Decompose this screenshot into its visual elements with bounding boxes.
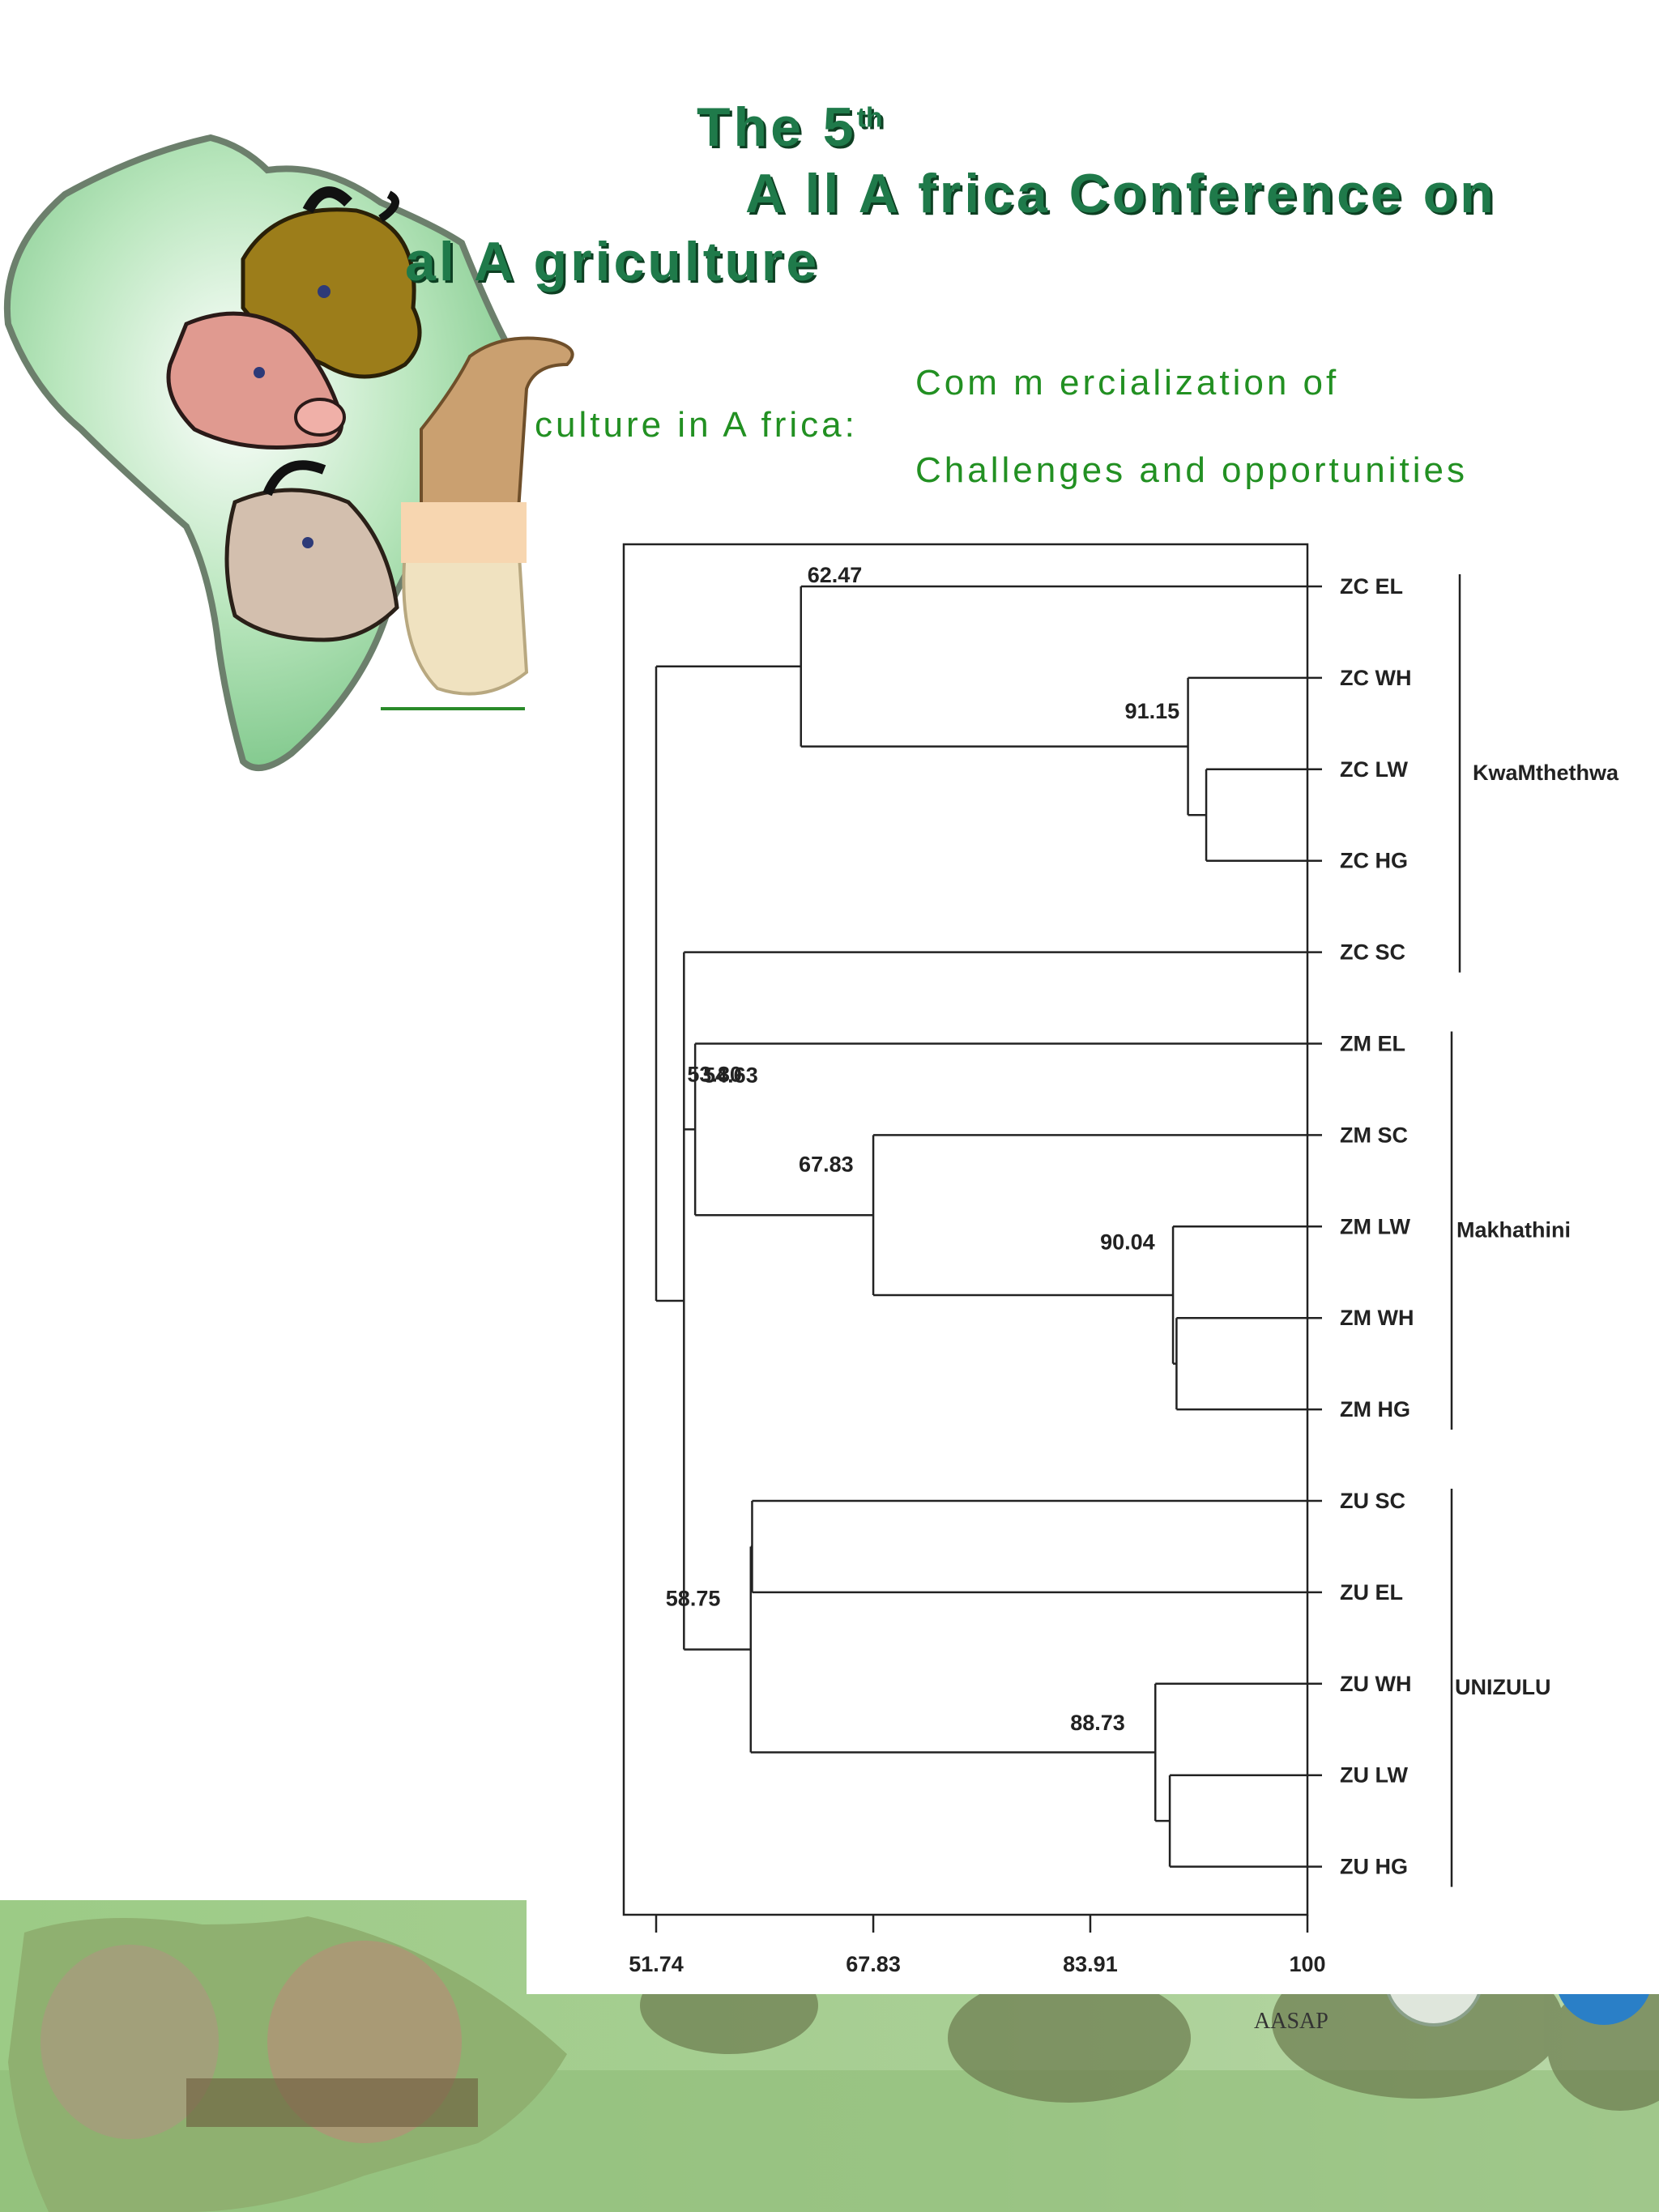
title-edition: The 5: [697, 96, 857, 158]
x-axis-tick-label: 51.74: [629, 1952, 684, 1976]
conference-subtitle-line1: Com m ercialization of: [915, 363, 1340, 403]
conference-subtitle-line3: Challenges and opportunities: [915, 450, 1468, 490]
africa-livestock-logo: [3, 134, 574, 771]
leaf-label: ZC LW: [1340, 757, 1408, 782]
leaf-label: ZU HG: [1340, 1855, 1408, 1879]
node-similarity-label: 88.73: [1070, 1711, 1125, 1735]
conference-title-line3: al A griculture: [405, 231, 821, 292]
leaf-label: ZU LW: [1340, 1763, 1408, 1788]
aasap-logo-label: AASAP: [1254, 2009, 1328, 2034]
x-axis-tick-label: 100: [1289, 1952, 1325, 1976]
node-similarity-label: 58.75: [666, 1586, 721, 1610]
leaf-label: ZM EL: [1340, 1032, 1405, 1056]
node-similarity-label: 91.15: [1125, 699, 1180, 723]
node-similarity-label: 54.63: [703, 1063, 758, 1088]
conference-title-line1: The 5th: [697, 96, 883, 159]
title-superscript: th: [856, 102, 883, 134]
conference-title-line2: A ll A frica Conference on: [745, 163, 1497, 224]
chart-panel: [527, 486, 1659, 1994]
leaf-label: ZC EL: [1340, 574, 1403, 599]
leaf-label: ZM HG: [1340, 1397, 1410, 1421]
chart-frame: [622, 543, 1309, 1916]
leaf-label: ZM LW: [1340, 1214, 1410, 1238]
conference-subtitle-line2: culture in A frica:: [535, 405, 858, 445]
leaf-label: ZC SC: [1340, 940, 1405, 965]
node-similarity-label: 62.47: [808, 563, 863, 587]
leaf-label: ZU EL: [1340, 1580, 1403, 1605]
leaf-label: ZM SC: [1340, 1123, 1408, 1147]
leaf-label: ZU SC: [1340, 1489, 1405, 1513]
node-similarity-label: 90.04: [1100, 1230, 1155, 1254]
leaf-label: ZU WH: [1340, 1672, 1411, 1696]
node-similarity-label: 67.83: [799, 1152, 854, 1176]
node-similarity-label: 53.80: [687, 1063, 742, 1087]
group-label: Makhathini: [1456, 1217, 1571, 1242]
x-axis-tick-label: 67.83: [846, 1952, 901, 1976]
leaf-label: ZM WH: [1340, 1306, 1414, 1330]
group-label: UNIZULU: [1455, 1675, 1550, 1699]
x-axis-tick-label: 83.91: [1063, 1952, 1118, 1976]
group-label: KwaMthethwa: [1473, 761, 1619, 785]
leaf-label: ZC WH: [1340, 666, 1411, 690]
leaf-label: ZC HG: [1340, 849, 1408, 873]
